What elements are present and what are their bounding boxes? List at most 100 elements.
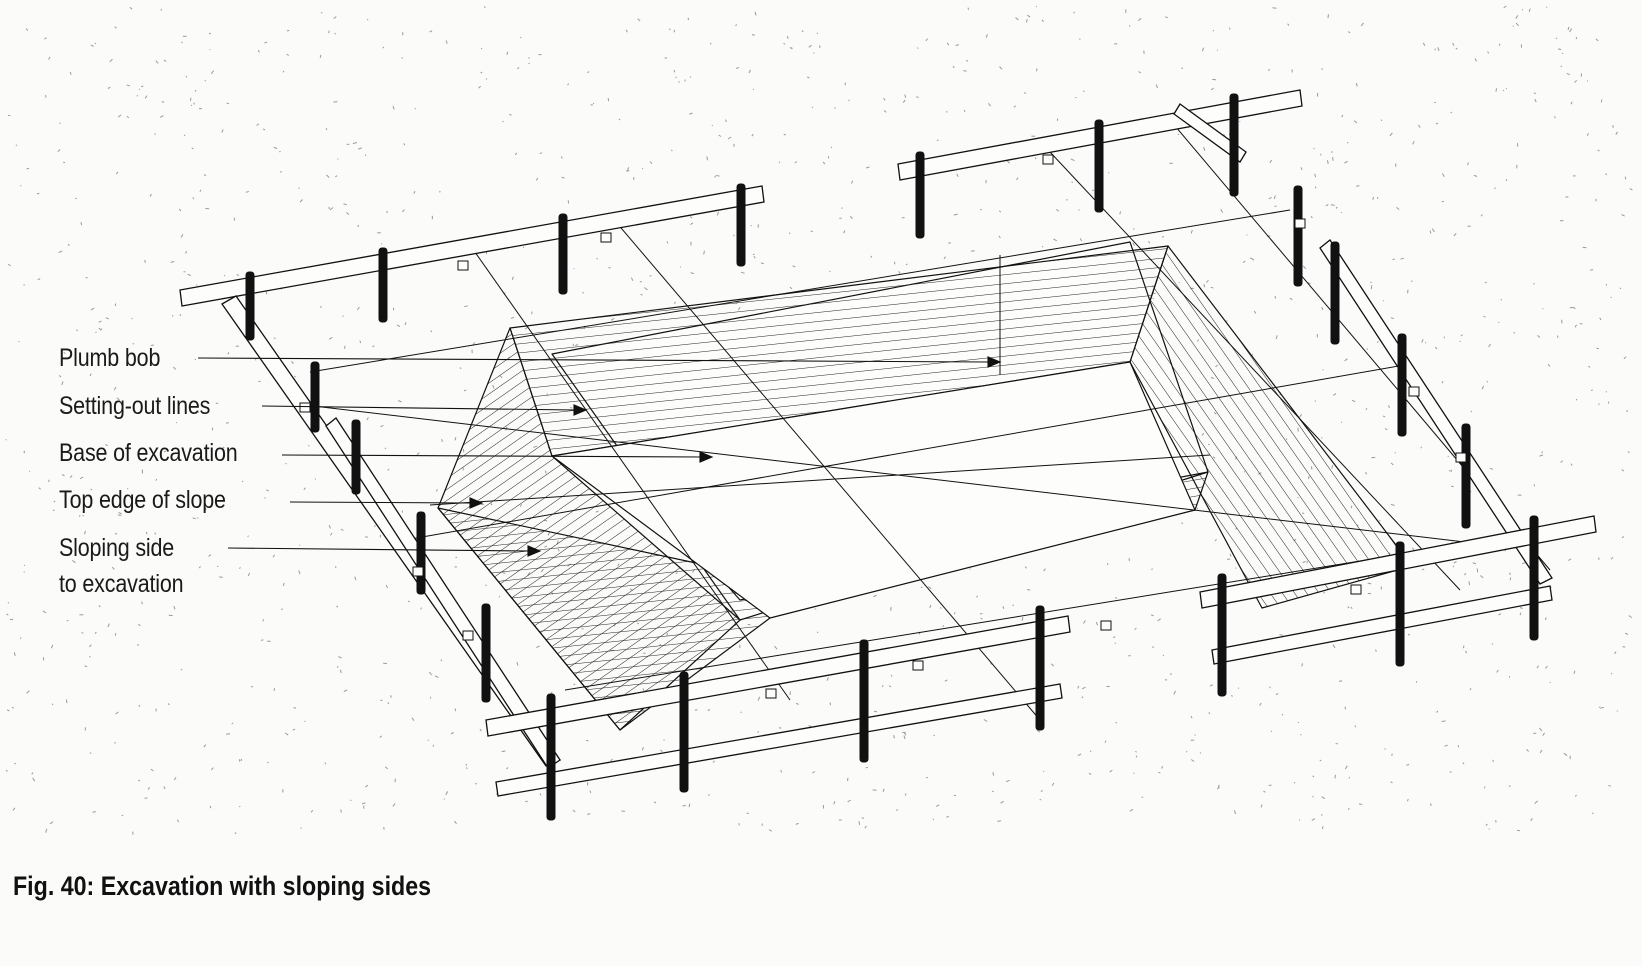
stipple-dot — [955, 44, 960, 46]
stipple-dot — [760, 262, 764, 265]
stipple-dot — [58, 250, 63, 254]
stipple-dot — [149, 193, 152, 197]
stipple-dot — [32, 777, 36, 782]
stipple-dot — [155, 478, 158, 481]
stipple-dot — [587, 813, 591, 815]
stipple-dot — [1150, 614, 1154, 617]
stipple-dot — [1165, 16, 1168, 19]
stipple-dot — [902, 99, 906, 103]
post — [915, 151, 925, 239]
stipple-dot — [359, 340, 362, 344]
stipple-dot — [282, 70, 285, 73]
stipple-dot — [1569, 28, 1573, 33]
stipple-dot — [1476, 568, 1479, 573]
stipple-dot — [1210, 87, 1214, 91]
stipple-dot — [1307, 282, 1311, 285]
stipple-dot — [610, 758, 613, 762]
stipple-dot — [92, 811, 96, 813]
stipple-dot — [1530, 818, 1533, 822]
stipple-dot — [1498, 321, 1500, 324]
stipple-dot — [844, 82, 847, 86]
stipple-dot — [266, 761, 269, 764]
stipple-dot — [1051, 782, 1055, 787]
post — [1094, 119, 1104, 213]
stipple-dot — [751, 133, 754, 137]
post — [1035, 605, 1045, 731]
stipple-dot — [1556, 335, 1559, 338]
stipple-dot — [1570, 463, 1573, 466]
stipple-dot — [1253, 310, 1257, 314]
stipple-dot — [903, 732, 907, 736]
stipple-dot — [343, 689, 348, 692]
stipple-dot — [1574, 324, 1578, 328]
stipple-dot — [1231, 694, 1233, 697]
stipple-dot — [757, 730, 760, 734]
stipple-dot — [1621, 214, 1625, 217]
stipple-dot — [1621, 469, 1625, 472]
post — [1397, 333, 1407, 437]
stipple-dot — [757, 696, 761, 701]
stipple-dot — [1396, 206, 1400, 210]
plumb-bob — [1408, 386, 1420, 397]
label-plumb-bob: Plumb bob — [59, 344, 161, 372]
stipple-dot — [480, 71, 483, 74]
stipple-dot — [1572, 306, 1576, 310]
stipple-dot — [1300, 167, 1303, 171]
stipple-dot — [1624, 632, 1629, 635]
stipple-dot — [465, 763, 468, 766]
stipple-dot — [304, 720, 306, 723]
stipple-dot — [167, 703, 170, 706]
stipple-dot — [1351, 399, 1356, 403]
stipple-dot — [666, 241, 669, 244]
stipple-dot — [203, 174, 207, 177]
stipple-dot — [714, 175, 717, 178]
stipple-dot — [1041, 19, 1045, 23]
stipple-dot — [1554, 116, 1556, 119]
stipple-dot — [1006, 779, 1010, 783]
stipple-dot — [330, 532, 333, 536]
stipple-dot — [1209, 684, 1214, 687]
stipple-dot — [1346, 142, 1349, 144]
stipple-dot — [1560, 460, 1564, 463]
stipple-dot — [501, 750, 506, 753]
stipple-dot — [72, 560, 76, 564]
stipple-dot — [1137, 17, 1142, 22]
stipple-dot — [561, 176, 565, 179]
stipple-dot — [752, 88, 755, 91]
stipple-dot — [1422, 42, 1426, 46]
stipple-dot — [928, 586, 932, 590]
stipple-dot — [356, 306, 360, 311]
stipple-dot — [48, 479, 50, 483]
stipple-dot — [1082, 90, 1085, 93]
stipple-dot — [690, 272, 695, 275]
stipple-dot — [299, 544, 301, 546]
stipple-dot — [478, 85, 482, 89]
stipple-dot — [250, 685, 254, 688]
stipple-dot — [328, 524, 331, 529]
stipple-dot — [890, 674, 893, 677]
stipple-dot — [1547, 364, 1551, 367]
stipple-dot — [80, 221, 83, 226]
stipple-dot — [1455, 47, 1458, 50]
stipple-dot — [626, 167, 630, 172]
stipple-dot — [736, 67, 739, 69]
stipple-dot — [1462, 762, 1465, 765]
stipple-dot — [673, 29, 676, 33]
stipple-dot — [208, 32, 212, 35]
leader-plumb-bob — [197, 357, 991, 363]
stipple-dot — [173, 366, 176, 370]
stipple-dot — [117, 114, 122, 118]
plumb-bob — [462, 630, 474, 641]
stipple-dot — [138, 779, 141, 782]
stipple-dot — [881, 684, 884, 688]
post — [1529, 515, 1539, 641]
stipple-dot — [1492, 759, 1495, 763]
stipple-dot — [272, 554, 275, 558]
stipple-dot — [596, 257, 599, 260]
stipple-dot — [240, 758, 243, 762]
stipple-dot — [337, 158, 339, 160]
stipple-dot — [1344, 358, 1348, 362]
stipple-dot — [925, 38, 928, 42]
stipple-dot — [520, 36, 522, 39]
stipple-dot — [1567, 26, 1570, 31]
